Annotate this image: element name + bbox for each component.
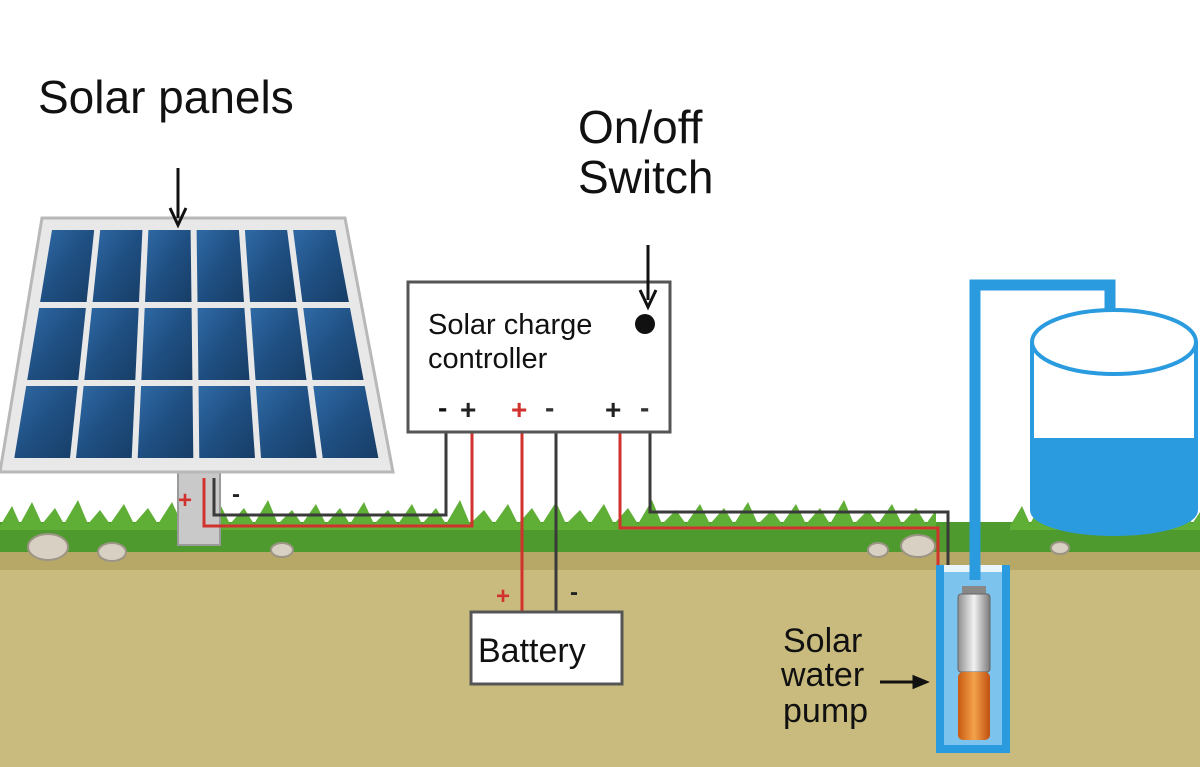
solar-cell bbox=[27, 308, 86, 380]
solar-cell bbox=[92, 230, 143, 302]
solar-panel bbox=[0, 216, 395, 546]
controller-load-plus: + bbox=[605, 394, 621, 425]
solar-cell bbox=[84, 308, 139, 380]
battery-plus-sign: + bbox=[496, 583, 510, 610]
battery-box bbox=[469, 610, 624, 686]
panel-plus-sign: + bbox=[178, 487, 192, 514]
solar-cells bbox=[14, 230, 379, 458]
controller-battery-minus: - bbox=[545, 392, 554, 423]
controller-label-line2: controller bbox=[428, 343, 548, 375]
controller-label-line1: Solar charge bbox=[428, 309, 592, 341]
on-off-switch[interactable] bbox=[635, 314, 655, 334]
solar-cell bbox=[76, 386, 136, 458]
solar-cell bbox=[145, 230, 192, 302]
controller-panel-minus: - bbox=[438, 392, 447, 423]
charge-controller bbox=[406, 280, 672, 434]
solar-panels-label: Solar panels bbox=[38, 71, 294, 123]
solar-panels-arrowhead bbox=[168, 207, 188, 229]
pump-label-line3: pump bbox=[783, 692, 868, 730]
switch-label-line1: On/off bbox=[578, 101, 703, 153]
water-pump bbox=[957, 586, 991, 740]
solar-cell bbox=[313, 386, 379, 458]
solar-cell bbox=[198, 386, 255, 458]
pump-label-line1: Solar bbox=[783, 622, 862, 660]
solar-cell bbox=[250, 308, 307, 380]
battery-minus-sign: - bbox=[570, 579, 578, 606]
water-tank bbox=[1030, 308, 1198, 536]
solar-cell bbox=[141, 308, 193, 380]
switch-label-line2: Switch bbox=[578, 151, 713, 203]
switch-arrowhead bbox=[638, 289, 658, 311]
battery-label: Battery bbox=[478, 632, 586, 670]
pump-label-line2: water bbox=[780, 656, 864, 694]
panel-minus-sign: - bbox=[232, 481, 240, 508]
solar-cell bbox=[197, 308, 250, 380]
arrows bbox=[168, 168, 930, 690]
stones bbox=[27, 533, 1070, 562]
water-pipe bbox=[969, 279, 1116, 580]
solar-cell bbox=[196, 230, 244, 302]
solar-cell bbox=[293, 230, 349, 302]
solar-cell bbox=[303, 308, 364, 380]
controller-panel-plus: + bbox=[460, 394, 476, 425]
controller-battery-plus: + bbox=[511, 394, 527, 425]
controller-load-minus: - bbox=[640, 392, 649, 423]
solar-cell bbox=[14, 386, 78, 458]
solar-cell bbox=[137, 386, 194, 458]
solar-cell bbox=[255, 386, 317, 458]
pump-arrowhead bbox=[912, 674, 930, 690]
solar-cell bbox=[40, 230, 95, 302]
soil-shade bbox=[0, 548, 1200, 570]
solar-cell bbox=[244, 230, 297, 302]
